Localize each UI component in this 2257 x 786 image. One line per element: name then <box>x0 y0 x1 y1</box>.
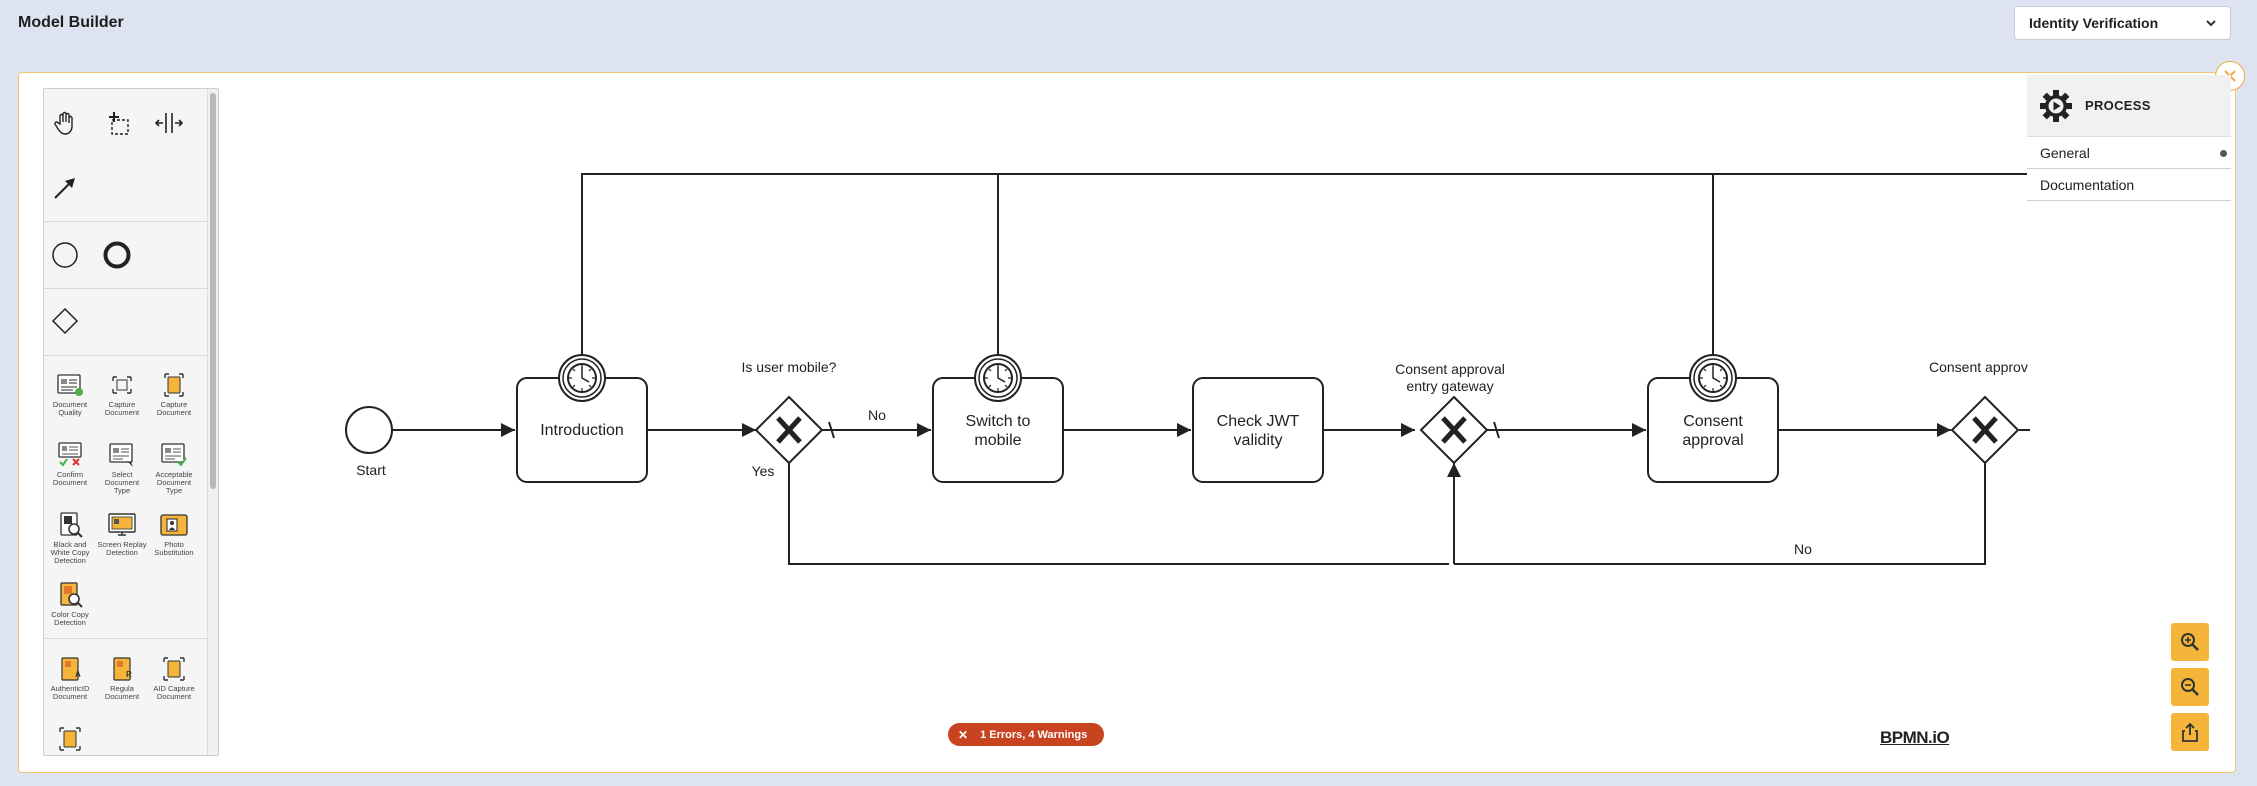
share-icon <box>2182 722 2198 742</box>
confirm-document-icon <box>58 442 82 467</box>
model-selector-value: Identity Verification <box>2029 15 2159 31</box>
palette-item-capture-document[interactable]: Capture Document <box>96 371 148 417</box>
task-consent-approval[interactable] <box>1647 377 1779 483</box>
linting-status-badge[interactable]: ✕ 1 Errors, 4 Warnings <box>948 723 1104 746</box>
properties-title: PROCESS <box>2085 98 2151 113</box>
palette-item-label: Black and White Copy Detection <box>50 540 90 565</box>
palette-item-regula-document[interactable]: R Regula Document <box>96 655 148 701</box>
palette-scroll-thumb[interactable] <box>210 93 216 489</box>
start-event-tool[interactable] <box>49 239 81 271</box>
start-event[interactable] <box>345 406 393 454</box>
zoom-out-icon <box>2181 678 2199 696</box>
screen-replay-detection-icon <box>108 513 136 536</box>
properties-header: PROCESS <box>2027 75 2231 137</box>
gateway-tool[interactable] <box>49 305 81 337</box>
hand-tool[interactable] <box>49 107 81 139</box>
arrow-icon <box>54 178 75 199</box>
circle-icon <box>52 242 78 268</box>
palette-item-label: Document Quality <box>52 400 88 417</box>
palette-item-bw-copy-detection[interactable]: Black and White Copy Detection <box>44 511 96 565</box>
palette-scrollbar[interactable] <box>207 89 218 755</box>
properties-tab-general[interactable]: General <box>2027 137 2231 169</box>
palette-item-aid-capture-document[interactable]: AID Capture Document <box>148 655 200 701</box>
space-icon <box>154 113 184 133</box>
properties-panel: PROCESS General Documentation <box>2027 75 2231 203</box>
palette-item-label: Photo Substitution <box>154 540 194 557</box>
palette-item-authenticid-document[interactable]: A AuthenticID Document <box>44 655 96 701</box>
palette-item-select-document-type[interactable]: Select Document Type <box>96 441 148 495</box>
export-button[interactable] <box>2171 713 2209 751</box>
acceptable-document-type-icon <box>161 443 187 467</box>
lasso-tool[interactable] <box>101 107 133 139</box>
task-check-jwt[interactable] <box>1192 377 1324 483</box>
palette-item-label: Capture Document <box>156 400 192 417</box>
document-quality-icon <box>57 374 83 396</box>
properties-tab-documentation[interactable]: Documentation <box>2027 169 2231 201</box>
palette-item-label: Screen Replay Detection <box>97 540 147 557</box>
capture-document-orange-icon <box>164 373 184 397</box>
process-gear-icon <box>2040 89 2072 122</box>
select-document-type-icon <box>109 443 133 467</box>
svg-text:A: A <box>75 670 81 679</box>
palette-item-label: Regula Document <box>104 684 140 701</box>
space-tool[interactable] <box>153 107 185 139</box>
connect-tool[interactable] <box>49 172 81 204</box>
task-switch-to-mobile[interactable] <box>932 377 1064 483</box>
palette-item-label: AID Capture Document <box>153 684 195 701</box>
changes-indicator-dot <box>2220 150 2227 157</box>
zoom-in-icon <box>2181 633 2199 651</box>
regula-document-icon: R <box>113 657 132 681</box>
properties-tab-label: Documentation <box>2040 176 2135 193</box>
svg-text:R: R <box>126 670 132 679</box>
palette-item-photo-substitution[interactable]: Photo Substitution <box>148 511 200 557</box>
palette-item-document-quality[interactable]: Document Quality <box>44 371 96 417</box>
palette-item-label: Acceptable Document Type <box>155 470 193 495</box>
palette-item-label: Color Copy Detection <box>51 610 89 627</box>
bpmn-io-logo[interactable]: BPMN.iO <box>1880 728 1950 747</box>
zoom-in-button[interactable] <box>2171 623 2209 661</box>
capture-document-icon <box>112 376 132 394</box>
linting-status-text: 1 Errors, 4 Warnings <box>980 728 1088 741</box>
diamond-icon <box>51 307 79 335</box>
bold-circle-icon <box>103 241 131 269</box>
lasso-icon <box>109 112 129 135</box>
palette-item-screen-replay-detection[interactable]: Screen Replay Detection <box>96 511 148 557</box>
model-selector[interactable]: Identity Verification <box>2014 6 2231 40</box>
palette-item-confirm-document[interactable]: Confirm Document <box>44 441 96 487</box>
palette-item-label: AuthenticID Document <box>50 684 90 701</box>
palette-item-color-copy-detection[interactable]: Color Copy Detection <box>44 581 96 627</box>
palette-item-label: Capture Document <box>104 400 140 417</box>
task-introduction[interactable] <box>516 377 648 483</box>
palette-item-acceptable-document-type[interactable]: Acceptable Document Type <box>148 441 200 495</box>
authenticid-document-icon: A <box>61 657 81 681</box>
palette-item-capture-document-2[interactable]: Capture Document <box>148 371 200 417</box>
chevron-down-icon <box>2206 20 2216 27</box>
gateway-consent-approval[interactable] <box>1950 395 2020 465</box>
palette-item-label: Select Document Type <box>104 470 140 495</box>
palette-item-partial[interactable] <box>44 725 96 753</box>
hand-icon <box>54 111 73 135</box>
bw-copy-detection-icon <box>60 512 83 538</box>
end-event-tool[interactable] <box>101 239 133 271</box>
capture-document-orange-icon <box>59 727 81 751</box>
palette-item-label: Confirm Document <box>52 470 88 487</box>
gateway-is-user-mobile[interactable] <box>754 395 824 465</box>
gateway-consent-entry[interactable] <box>1419 395 1489 465</box>
photo-substitution-icon <box>160 514 188 536</box>
page-title: Model Builder <box>18 14 124 31</box>
zoom-out-button[interactable] <box>2171 668 2209 706</box>
palette: Document Quality Capture Document Captur… <box>43 88 219 756</box>
aid-capture-document-icon <box>163 657 185 681</box>
error-x-icon: ✕ <box>958 727 969 742</box>
properties-tab-label: General <box>2040 144 2090 161</box>
color-copy-detection-icon <box>60 582 83 608</box>
